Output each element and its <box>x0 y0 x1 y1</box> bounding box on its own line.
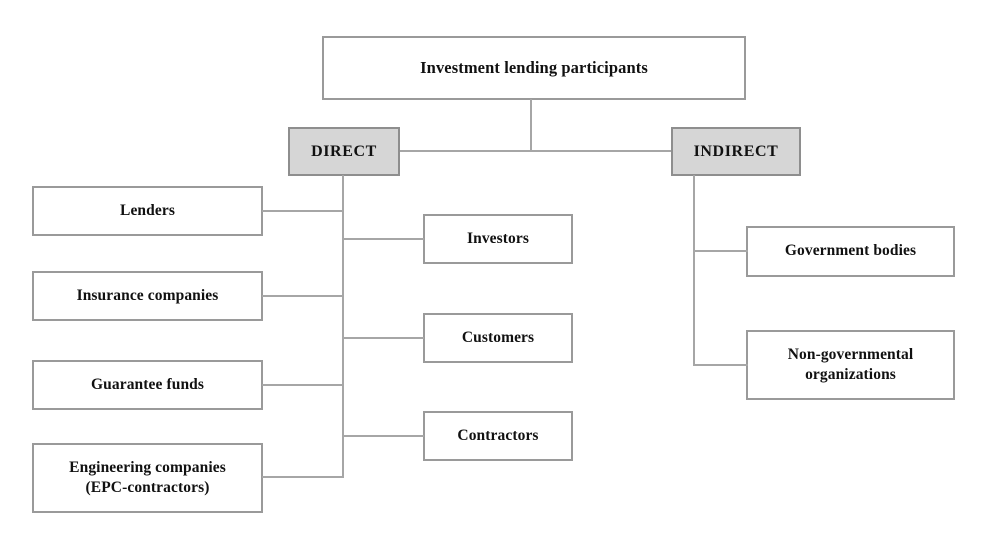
connector-engineering-companies <box>262 476 344 478</box>
node-non-governmental-organizations[interactable]: Non-governmental organizations <box>746 330 955 400</box>
node-label-line1: Non-governmental <box>787 345 914 363</box>
node-label: Investors <box>466 229 530 247</box>
connector-guarantee-funds <box>262 384 344 386</box>
node-label-line1: Engineering companies <box>69 458 226 476</box>
node-direct[interactable]: DIRECT <box>288 127 400 176</box>
node-label: Non-governmental organizations <box>782 345 920 385</box>
node-insurance-companies[interactable]: Insurance companies <box>32 271 263 321</box>
node-government-bodies[interactable]: Government bodies <box>746 226 955 277</box>
node-indirect[interactable]: INDIRECT <box>671 127 801 176</box>
connector-level1-crossbar <box>398 150 672 152</box>
node-label: Engineering companies (EPC-contractors) <box>63 458 232 498</box>
node-engineering-companies[interactable]: Engineering companies (EPC-contractors) <box>32 443 263 513</box>
connector-contractors <box>342 435 424 437</box>
node-label: DIRECT <box>311 142 377 160</box>
node-label: Insurance companies <box>76 286 219 304</box>
connector-customers <box>342 337 424 339</box>
node-label-line2: organizations <box>805 366 896 383</box>
node-customers[interactable]: Customers <box>423 313 573 363</box>
connector-root-drop <box>530 99 532 152</box>
node-label: Contractors <box>457 426 539 444</box>
node-label: Government bodies <box>784 242 917 260</box>
connector-direct-trunk <box>342 175 344 478</box>
node-lenders[interactable]: Lenders <box>32 186 263 236</box>
connector-insurance-companies <box>262 295 344 297</box>
node-label: Investment lending participants <box>420 57 648 77</box>
connector-investors <box>342 238 424 240</box>
connector-lenders <box>262 210 344 212</box>
node-label: Guarantee funds <box>90 375 205 393</box>
node-investors[interactable]: Investors <box>423 214 573 264</box>
node-label: INDIRECT <box>693 142 779 160</box>
node-guarantee-funds[interactable]: Guarantee funds <box>32 360 263 410</box>
connector-indirect-trunk <box>693 175 695 366</box>
node-label: Lenders <box>120 201 175 219</box>
connector-government-bodies <box>693 250 748 252</box>
node-root-investment-lending-participants[interactable]: Investment lending participants <box>322 36 746 100</box>
node-contractors[interactable]: Contractors <box>423 411 573 461</box>
node-label-line2: (EPC-contractors) <box>85 479 210 496</box>
node-label: Customers <box>461 328 535 346</box>
connector-non-governmental-organizations <box>693 364 748 366</box>
